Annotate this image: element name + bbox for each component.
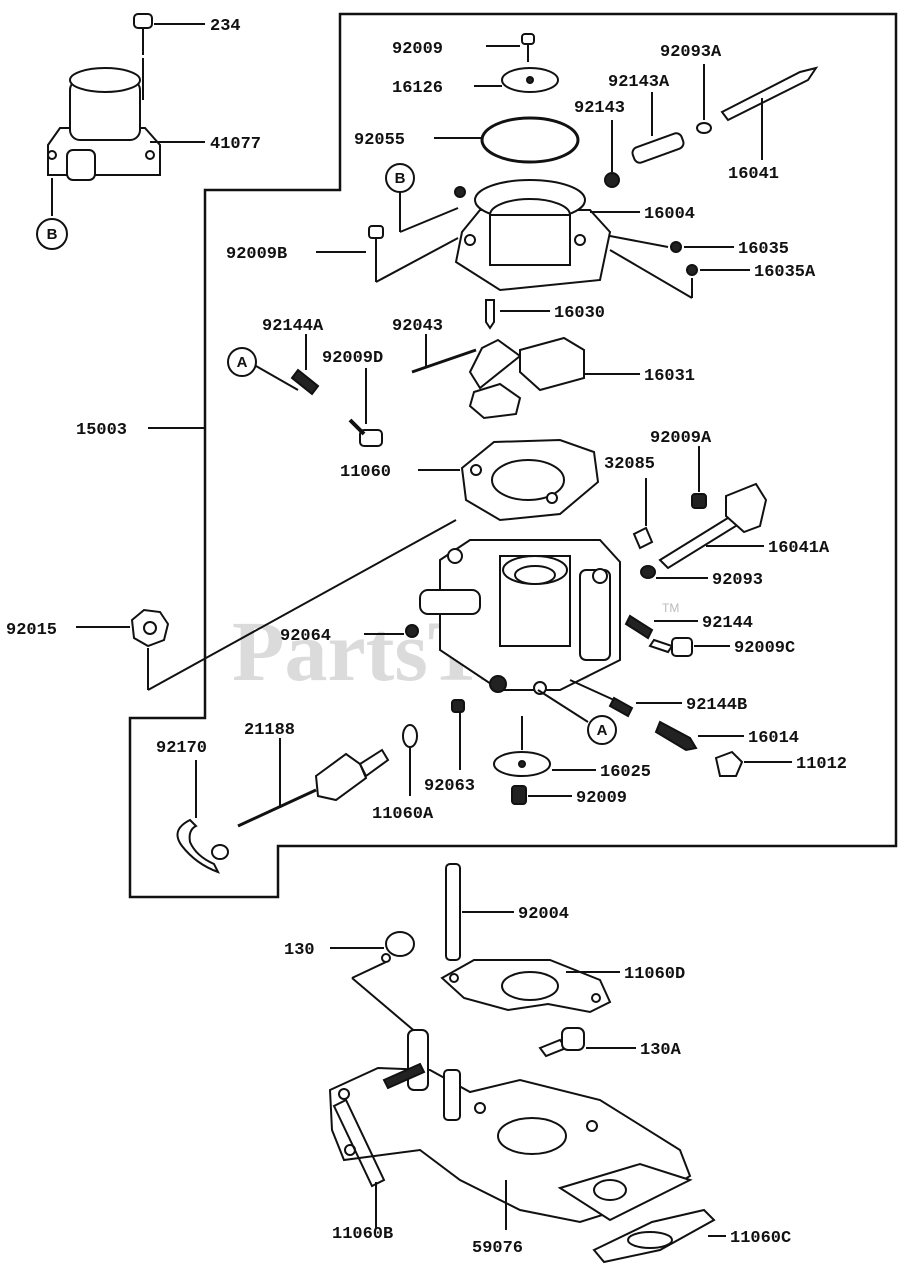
label-16025: 16025 bbox=[600, 763, 651, 782]
callout-b-pump: B bbox=[36, 218, 68, 250]
label-92043: 92043 bbox=[392, 317, 443, 336]
label-92009-top: 92009 bbox=[392, 40, 443, 59]
label-92093A: 92093A bbox=[660, 43, 722, 62]
label-130: 130 bbox=[284, 941, 315, 960]
gasket-11060D[interactable] bbox=[440, 959, 612, 1014]
label-92170: 92170 bbox=[156, 739, 207, 758]
gasket-11060[interactable] bbox=[460, 438, 600, 522]
screw-92009B[interactable] bbox=[368, 225, 384, 266]
label-92009-bottom: 92009 bbox=[576, 789, 627, 808]
label-92009C: 92009C bbox=[734, 639, 795, 658]
label-92004: 92004 bbox=[518, 905, 569, 924]
manifold-59076[interactable] bbox=[328, 1029, 693, 1224]
label-16004: 16004 bbox=[644, 205, 695, 224]
plug-92143[interactable] bbox=[604, 172, 620, 188]
gasket-11060C[interactable] bbox=[592, 1208, 716, 1264]
label-16035A: 16035A bbox=[754, 263, 816, 282]
callout-b-body: B bbox=[385, 163, 415, 193]
label-41077: 41077 bbox=[210, 135, 261, 154]
screw-92009-top[interactable] bbox=[521, 33, 535, 62]
label-234: 234 bbox=[210, 17, 241, 36]
assembly-outline bbox=[128, 12, 898, 899]
pin-92143A[interactable] bbox=[631, 132, 685, 165]
spring-92144[interactable] bbox=[624, 614, 654, 640]
upper-body-16004[interactable] bbox=[454, 179, 612, 292]
nut-92015[interactable] bbox=[130, 608, 170, 648]
svg-text:A: A bbox=[237, 354, 248, 371]
jet-16035[interactable] bbox=[670, 241, 682, 253]
needle-16030[interactable] bbox=[485, 299, 495, 330]
label-130A: 130A bbox=[640, 1041, 682, 1060]
label-16041: 16041 bbox=[728, 165, 779, 184]
pin-92043[interactable] bbox=[411, 348, 477, 374]
label-92009B: 92009B bbox=[226, 245, 287, 264]
washer-92093[interactable] bbox=[640, 565, 656, 579]
screw-92009D[interactable] bbox=[348, 418, 383, 447]
label-16014: 16014 bbox=[748, 729, 799, 748]
label-11060: 11060 bbox=[340, 463, 391, 482]
label-92143: 92143 bbox=[574, 99, 625, 118]
clip-32085[interactable] bbox=[632, 526, 654, 550]
label-92055: 92055 bbox=[354, 131, 405, 150]
spring-92144A[interactable] bbox=[290, 368, 320, 396]
screw-16014[interactable] bbox=[654, 720, 698, 752]
plug-130A[interactable] bbox=[538, 1027, 585, 1058]
shaft-16041A[interactable] bbox=[658, 482, 768, 570]
jet-16035A[interactable] bbox=[686, 264, 698, 276]
callout-a-right: A bbox=[587, 715, 617, 745]
label-92144: 92144 bbox=[702, 614, 753, 633]
label-11060B: 11060B bbox=[332, 1225, 393, 1244]
fuel-pump-41077[interactable] bbox=[47, 67, 161, 181]
label-92063: 92063 bbox=[424, 777, 475, 796]
cover-16126[interactable] bbox=[501, 67, 559, 93]
label-11060D: 11060D bbox=[624, 965, 685, 984]
label-32085: 32085 bbox=[604, 455, 655, 474]
label-92009A: 92009A bbox=[650, 429, 712, 448]
carburetor-body[interactable] bbox=[419, 539, 621, 695]
float-16031[interactable] bbox=[468, 336, 585, 420]
screw-92009-bottom[interactable] bbox=[511, 785, 527, 805]
plug-92064[interactable] bbox=[405, 624, 419, 638]
rod-16041[interactable] bbox=[720, 66, 819, 122]
label-92093: 92093 bbox=[712, 571, 763, 590]
watermark-tm: TM bbox=[662, 601, 679, 615]
svg-text:A: A bbox=[597, 722, 608, 739]
screw-234[interactable] bbox=[133, 13, 153, 55]
solenoid-21188[interactable] bbox=[237, 748, 390, 828]
label-11060C: 11060C bbox=[730, 1229, 791, 1248]
screw-92009A[interactable] bbox=[691, 493, 707, 509]
stud-92004[interactable] bbox=[445, 863, 461, 961]
svg-text:B: B bbox=[395, 170, 406, 187]
label-92009D: 92009D bbox=[322, 349, 383, 368]
label-92143A: 92143A bbox=[608, 73, 670, 92]
label-16035: 16035 bbox=[738, 240, 789, 259]
label-16126: 16126 bbox=[392, 79, 443, 98]
label-92064: 92064 bbox=[280, 627, 331, 646]
label-92144B: 92144B bbox=[686, 696, 747, 715]
plate-16025[interactable] bbox=[493, 751, 551, 777]
screw-92009C[interactable] bbox=[648, 637, 693, 657]
label-16031: 16031 bbox=[644, 367, 695, 386]
gasket-11060B[interactable] bbox=[332, 1098, 386, 1188]
label-11060A: 11060A bbox=[372, 805, 434, 824]
plug-130[interactable] bbox=[381, 931, 415, 963]
svg-text:B: B bbox=[47, 226, 58, 243]
label-59076: 59076 bbox=[472, 1239, 523, 1258]
washer-11060A[interactable] bbox=[402, 724, 418, 748]
label-16041A: 16041A bbox=[768, 539, 830, 558]
cap-11012[interactable] bbox=[714, 750, 744, 777]
label-11012: 11012 bbox=[796, 755, 847, 774]
o-ring-92055[interactable] bbox=[480, 116, 580, 164]
jet-92063[interactable] bbox=[451, 699, 465, 713]
label-16030: 16030 bbox=[554, 304, 605, 323]
label-21188: 21188 bbox=[244, 721, 295, 740]
callout-a-left: A bbox=[227, 347, 257, 377]
label-92015: 92015 bbox=[6, 621, 57, 640]
label-92144A: 92144A bbox=[262, 317, 324, 336]
label-15003: 15003 bbox=[76, 421, 127, 440]
washer-92093A[interactable] bbox=[696, 122, 712, 134]
clamp-92170[interactable] bbox=[176, 818, 229, 874]
spring-92144B[interactable] bbox=[608, 696, 634, 718]
